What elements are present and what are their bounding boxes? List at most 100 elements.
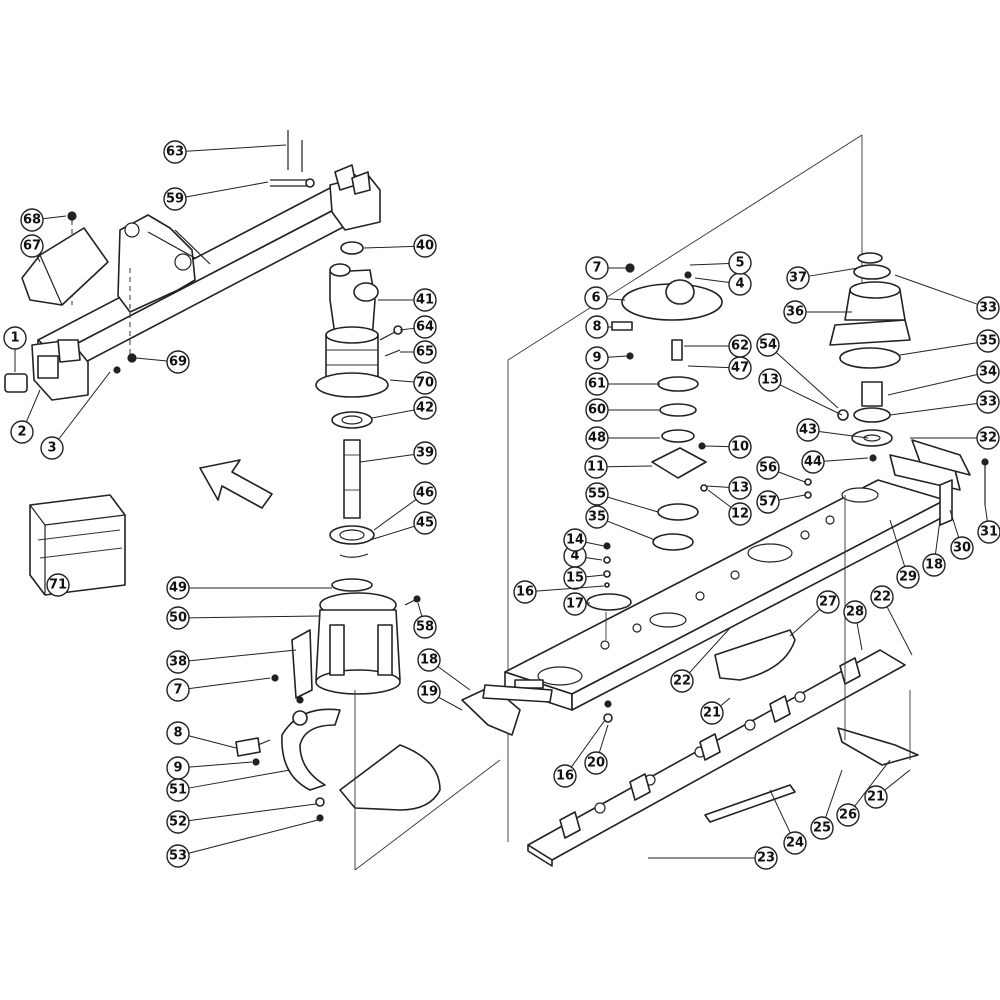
callout-circle (166, 350, 190, 374)
part-1-cap (4, 373, 28, 393)
callout-circle (166, 778, 190, 802)
callout-35b: 35 (585, 505, 656, 541)
callout-leader (188, 649, 297, 662)
guide-line-2 (354, 759, 501, 871)
callout-leader (188, 803, 317, 822)
callout-9a: 9 (585, 346, 628, 370)
callout-circle (166, 810, 190, 834)
part-51-plates (235, 674, 441, 822)
callout-circle (585, 505, 609, 529)
callout-leader (889, 519, 906, 567)
callout-circle (728, 502, 752, 526)
callout-number: 37 (789, 271, 807, 286)
callout-61: 61 (585, 372, 660, 396)
callout-leader (778, 471, 806, 483)
callout-leader (188, 761, 253, 768)
callout-leader (789, 608, 821, 637)
callout-leader (399, 327, 415, 331)
callout-number: 24 (786, 836, 804, 851)
callout-leader (188, 769, 291, 789)
callout-number: 23 (757, 851, 775, 866)
callout-leader (694, 277, 730, 284)
callout-number: 36 (786, 305, 804, 320)
direction-arrow (199, 459, 273, 509)
callout-circle (40, 436, 64, 460)
callout-number: 3 (47, 441, 56, 456)
callout-leader (705, 485, 730, 488)
callout-circle (413, 396, 437, 420)
callout-leader (687, 365, 730, 369)
callout-number: 8 (173, 726, 182, 741)
callout-62: 62 (684, 334, 752, 358)
right-housing (804, 252, 971, 499)
callout-7b: 7 (166, 677, 271, 702)
callout-leader (438, 696, 463, 711)
callout-1: 1 (3, 326, 27, 372)
callout-number: 33 (979, 301, 997, 316)
callout-41: 41 (378, 288, 437, 312)
callout-number: 7 (592, 261, 601, 276)
callout-circle (754, 846, 778, 870)
callout-49: 49 (166, 576, 332, 600)
callout-25: 25 (810, 769, 843, 840)
callout-number: 64 (416, 320, 434, 335)
callout-26: 26 (836, 759, 891, 827)
callout-number: 26 (839, 808, 857, 823)
callout-circle (584, 286, 608, 310)
callout-number: 11 (587, 460, 605, 475)
callout-circle (976, 329, 1000, 353)
callout-circle (584, 751, 608, 775)
callout-leader (707, 489, 732, 508)
callout-number: 68 (23, 213, 41, 228)
callout-52: 52 (166, 803, 317, 834)
callout-60: 60 (585, 398, 660, 422)
callout-18a: 18 (417, 648, 471, 691)
callout-number: 46 (416, 486, 434, 501)
callout-number: 60 (588, 403, 606, 418)
callout-number: 13 (761, 373, 779, 388)
callout-circle (413, 288, 437, 312)
callout-circle (563, 592, 587, 616)
callout-number: 31 (980, 525, 998, 540)
callout-57: 57 (756, 490, 806, 514)
callout-13a: 13 (705, 476, 752, 500)
callout-number: 32 (979, 431, 997, 446)
callout-13b: 13 (758, 368, 843, 416)
guide-line-4 (507, 134, 863, 361)
callout-15: 15 (563, 566, 605, 590)
callout-number: 35 (979, 334, 997, 349)
callout-number: 15 (566, 571, 584, 586)
callout-circle (976, 360, 1000, 384)
callout-leader (704, 445, 730, 448)
callout-number: 4 (735, 277, 744, 292)
callout-number: 70 (416, 376, 434, 391)
callout-circle (585, 315, 609, 339)
callout-64: 64 (399, 315, 437, 339)
callout-leader (585, 574, 605, 578)
callout-leader (894, 274, 978, 305)
callout-circle (786, 266, 810, 290)
callout-28: 28 (843, 600, 867, 651)
callout-leader (887, 373, 978, 396)
callout-circle (413, 340, 437, 364)
callout-leader (598, 724, 609, 753)
callout-20: 20 (584, 724, 609, 775)
callout-number: 7 (173, 683, 182, 698)
callout-number: 42 (416, 401, 434, 416)
callout-number: 16 (516, 585, 534, 600)
callout-circle (166, 606, 190, 630)
callout-22a: 22 (670, 627, 731, 693)
callout-22b: 22 (870, 585, 913, 656)
callout-circle (513, 580, 537, 604)
callout-leader (188, 819, 319, 854)
callout-56: 56 (756, 456, 806, 483)
callout-number: 69 (169, 355, 187, 370)
callout-leader (607, 355, 628, 358)
callout-circle (166, 678, 190, 702)
callout-circle (585, 426, 609, 450)
callout-leader (42, 215, 67, 220)
callout-circle (584, 455, 608, 479)
callout-number: 9 (173, 761, 182, 776)
callout-39: 39 (359, 441, 437, 465)
callout-leader (889, 402, 978, 416)
